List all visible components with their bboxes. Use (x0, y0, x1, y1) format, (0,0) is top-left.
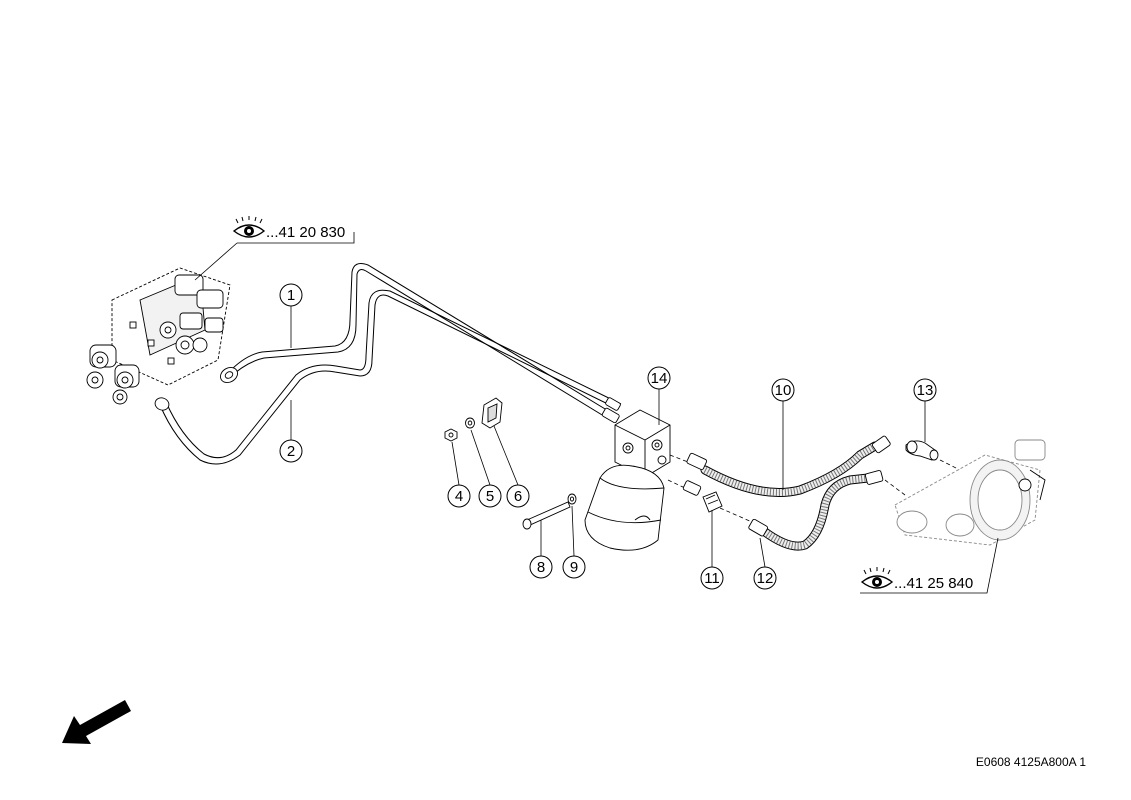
accumulator (584, 464, 665, 551)
pipe-fittings (154, 367, 621, 424)
hose-12 (667, 470, 906, 551)
callout-4: 4 (455, 488, 463, 505)
callout-13: 13 (917, 382, 934, 399)
callout-10: 10 (775, 382, 792, 399)
drawing-code: E0608 4125A800A 1 (976, 755, 1086, 769)
callout-6: 6 (514, 488, 522, 505)
callout-numbers: 1 2 4 5 6 8 9 10 11 12 13 14 (287, 287, 934, 587)
bolt-part-8 (522, 501, 571, 530)
direction-arrow-icon (62, 700, 131, 744)
washer-part-5 (465, 417, 475, 429)
pipe-line-1 (227, 263, 616, 422)
callout-9: 9 (570, 559, 578, 576)
eye-icon (232, 216, 266, 238)
manifold-block-14 (614, 409, 671, 478)
reference-bottom-label: ...41 25 840 (894, 575, 973, 592)
reference-top-label: ...41 20 830 (266, 224, 345, 241)
callout-8: 8 (537, 559, 545, 576)
leader-lines (194, 232, 999, 594)
valve-block-assembly (86, 267, 231, 405)
callout-11: 11 (704, 570, 720, 587)
callout-2: 2 (287, 443, 295, 460)
adapter-part-11 (702, 491, 723, 513)
reference-bottom: ...41 25 840 (860, 567, 973, 592)
callout-bubbles (279, 283, 937, 590)
hose-10 (669, 435, 891, 497)
callout-5: 5 (486, 488, 494, 505)
eye-icon (860, 567, 894, 589)
clamp-part-6 (481, 397, 503, 429)
elbow-fitting-13 (905, 440, 961, 471)
nut-part-4 (444, 428, 458, 442)
reference-top: ...41 20 830 (232, 216, 345, 241)
callout-1: 1 (287, 287, 295, 304)
pipe-line-2 (159, 289, 622, 465)
callout-14: 14 (651, 370, 668, 387)
washer-part-9 (567, 493, 577, 505)
hydraulic-unit-right (894, 439, 1046, 546)
callout-12: 12 (757, 570, 774, 587)
